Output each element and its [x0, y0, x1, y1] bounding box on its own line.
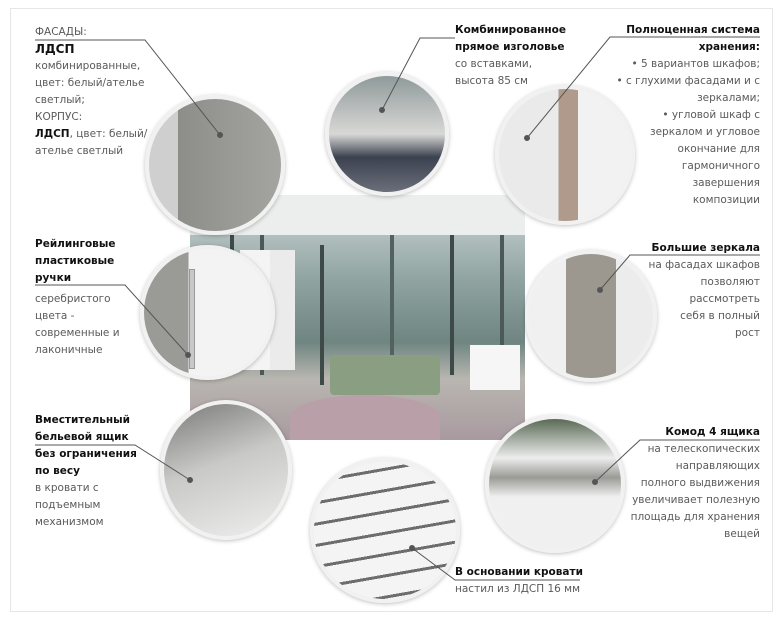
dresser-desc: направляющих: [675, 460, 760, 472]
mirrors-desc: позволяют: [700, 276, 760, 288]
drawer-title: без ограничения: [35, 448, 137, 460]
handles-title: пластиковые: [35, 255, 115, 267]
drawer-title: Вместительный: [35, 414, 131, 426]
dresser-desc: увеличивает полезную: [632, 494, 760, 506]
handles-desc: лаконичные: [35, 344, 103, 356]
headboard-desc-1: со вставками,: [455, 58, 533, 70]
body-label: КОРПУС:: [35, 111, 83, 123]
drawer-desc: подъемным: [35, 499, 101, 511]
wardrobe-interior-image: [495, 85, 635, 225]
mirrors-callout: Большие зеркала на фасадах шкафов позвол…: [640, 240, 760, 342]
drawer-title: бельевой ящик: [35, 431, 129, 443]
headboard-image: [325, 72, 449, 196]
headboard-title-1: Комбинированное: [455, 24, 566, 36]
handles-callout: Рейлинговые пластиковые ручки серебристо…: [35, 236, 145, 359]
handles-title: Рейлинговые: [35, 238, 116, 250]
storage-title-2: хранения:: [698, 41, 760, 53]
dresser-title: Комод 4 ящика: [665, 426, 760, 438]
dresser-desc: вещей: [724, 528, 760, 540]
facade-detail-image: [145, 95, 285, 235]
mirrors-desc: на фасадах шкафов: [648, 259, 760, 271]
facades-desc: комбинированные, цвет: белый/ателье свет…: [35, 60, 145, 106]
base-title: В основании кровати: [455, 566, 583, 578]
drawer-desc: механизмом: [35, 516, 104, 528]
frame: [10, 8, 773, 612]
dresser-desc: полного выдвижения: [640, 477, 760, 489]
body-desc: , цвет: белый/ ателье светлый: [35, 128, 148, 157]
storage-item: завершения: [692, 177, 760, 189]
dresser-image: [485, 415, 625, 553]
headboard-callout: Комбинированное прямое изголовье со вста…: [455, 22, 566, 90]
storage-item: • угловой шкаф с: [662, 109, 760, 121]
mirrors-desc: себя в полный: [680, 310, 760, 322]
headboard-desc-2: высота 85 см: [455, 75, 528, 87]
storage-item: зеркалами;: [697, 92, 760, 104]
mirrors-desc: рост: [735, 327, 760, 339]
base-desc: настил из ЛДСП 16 мм: [455, 583, 581, 595]
drawer-title: по весу: [35, 465, 80, 477]
dresser-desc: на телескопических: [647, 443, 760, 455]
storage-item: • с глухими фасадами и с: [616, 75, 760, 87]
drawer-callout: Вместительный бельевой ящик без ограниче…: [35, 412, 150, 531]
storage-callout: Полноценная система хранения: • 5 вариан…: [590, 22, 760, 209]
storage-item: зеркалом и угловое: [650, 126, 760, 138]
storage-item: • 5 вариантов шкафов;: [631, 58, 760, 70]
storage-drawer-image: [160, 400, 292, 540]
facades-material: ЛДСП: [35, 42, 75, 56]
headboard-title-2: прямое изголовье: [455, 41, 565, 53]
handle-image: [140, 245, 275, 380]
dresser-callout: Комод 4 ящика на телескопических направл…: [630, 424, 760, 543]
handles-desc: цвета -: [35, 310, 75, 322]
facades-callout: ФАСАДЫ: ЛДСП комбинированные, цвет: белы…: [35, 24, 150, 160]
dresser-desc: площадь для хранения: [630, 511, 760, 523]
facades-label: ФАСАДЫ:: [35, 26, 87, 38]
handles-desc: современные и: [35, 327, 120, 339]
storage-item: окончание для: [677, 143, 760, 155]
storage-title-1: Полноценная система: [626, 24, 760, 36]
body-material: ЛДСП: [35, 128, 70, 140]
handles-title: ручки: [35, 272, 72, 284]
mirrors-desc: рассмотреть: [689, 293, 760, 305]
drawer-desc: в кровати с: [35, 482, 99, 494]
handles-desc: серебристого: [35, 293, 111, 305]
mirror-image: [525, 250, 657, 382]
storage-item: композиции: [692, 194, 760, 206]
bed-base-image: [310, 458, 460, 603]
mirrors-title: Большие зеркала: [651, 242, 760, 254]
base-callout: В основании кровати настил из ЛДСП 16 мм: [455, 564, 583, 598]
storage-item: гармоничного: [681, 160, 760, 172]
